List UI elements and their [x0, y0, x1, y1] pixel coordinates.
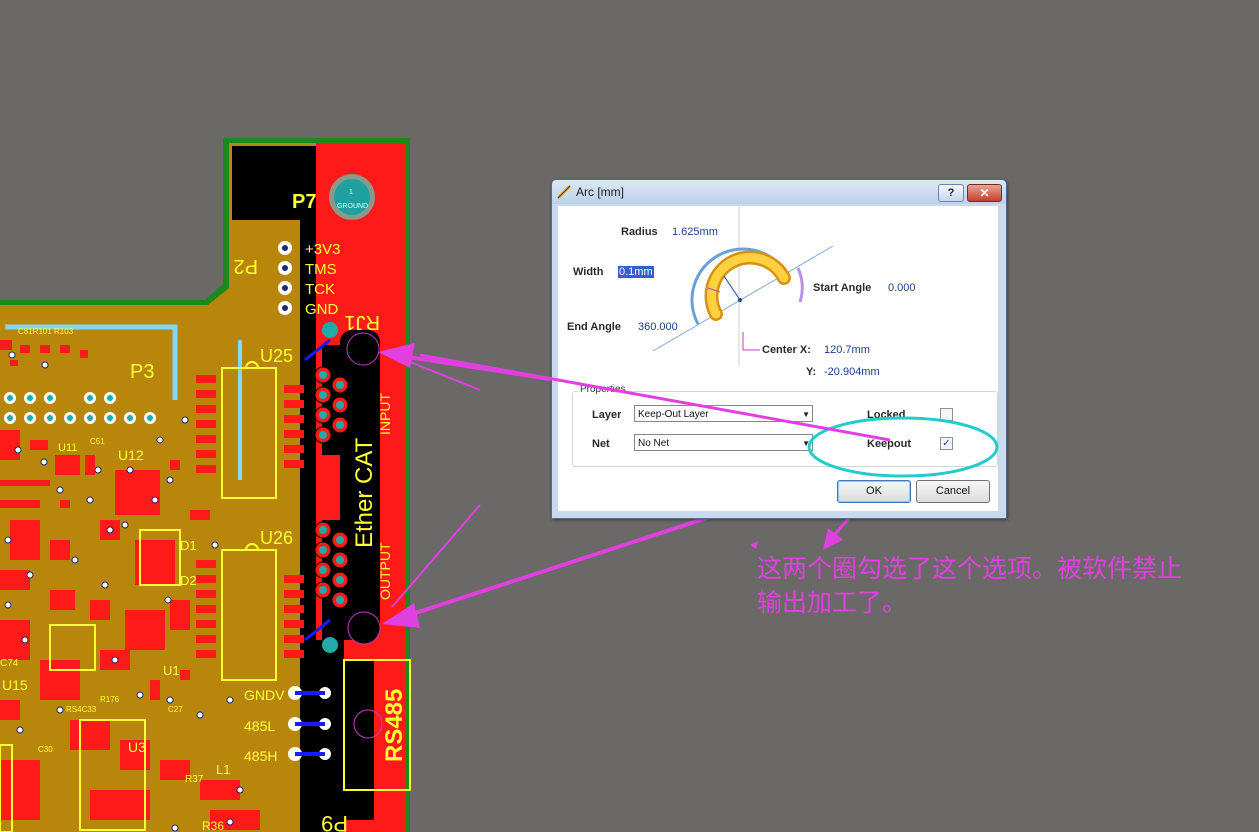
start-angle-label: Start Angle	[813, 282, 872, 294]
label-p7-pad-num: 1	[349, 189, 353, 196]
width-label: Width	[573, 266, 604, 278]
keepout-circle-input[interactable]	[346, 332, 380, 366]
start-angle-value[interactable]: 0.000	[888, 282, 916, 294]
label-d2: D2	[180, 573, 197, 588]
properties-title: Properties	[578, 384, 628, 395]
locked-checkbox[interactable]	[940, 408, 953, 421]
arc-dialog[interactable]: Arc [mm] ? ✕ Radius 1.625mm Width 0.1mm …	[551, 179, 1007, 519]
ok-button[interactable]: OK	[837, 480, 911, 503]
keepout-circle-output[interactable]	[347, 611, 381, 645]
label-r37: R37	[185, 774, 204, 785]
arc-icon	[557, 185, 571, 199]
label-p2: P2	[234, 255, 258, 277]
layer-label: Layer	[592, 409, 622, 421]
label-u26: U26	[260, 528, 293, 548]
label-d1: D1	[180, 538, 197, 553]
label-pin-tms: TMS	[305, 261, 337, 278]
label-u11: U11	[58, 442, 77, 454]
arc-diagram	[652, 206, 834, 366]
label-485h: 485H	[244, 748, 277, 764]
label-u1: U1	[163, 663, 180, 678]
width-value[interactable]: 0.1mm	[618, 266, 654, 278]
label-rs485: RS485	[381, 689, 408, 762]
label-pin-gnd: GND	[305, 301, 339, 318]
label-input: INPUT	[377, 393, 393, 435]
locked-label: Locked	[867, 409, 906, 421]
label-ethercat: Ether CAT	[351, 437, 378, 548]
radius-label: Radius	[621, 226, 658, 238]
close-button[interactable]: ✕	[967, 184, 1002, 202]
net-label: Net	[592, 438, 610, 450]
label-u15: U15	[2, 677, 28, 693]
keepout-label: Keepout	[867, 438, 911, 450]
label-p3: P3	[130, 361, 154, 383]
end-angle-label: End Angle	[567, 321, 621, 333]
label-rj1: RJ1	[344, 311, 380, 333]
keepout-checkbox[interactable]: ✓	[940, 437, 953, 450]
label-c30: C30	[38, 745, 53, 754]
label-c81r101r103: C81R101 R103	[18, 327, 74, 336]
label-c27: C27	[168, 705, 183, 714]
properties-group	[572, 391, 998, 467]
label-pin-3v3: +3V3	[305, 241, 340, 258]
label-u12: U12	[118, 447, 144, 463]
label-gndv: GNDV	[244, 687, 285, 703]
net-select-value: No Net	[638, 438, 670, 449]
chevron-down-icon: ▼	[802, 439, 810, 448]
label-u25: U25	[260, 346, 293, 366]
center-y-value[interactable]: -20.904mm	[824, 366, 880, 378]
pcb-board	[0, 138, 411, 832]
label-c74: C74	[0, 658, 19, 669]
label-u3: U3	[128, 739, 146, 755]
label-rs4c33: RS4C33	[66, 705, 97, 714]
annotation-note: 这两个圈勾选了这个选项。被软件禁止 输出加工了。	[757, 552, 1257, 620]
dialog-title: Arc [mm]	[576, 185, 624, 199]
center-y-label: Y:	[806, 366, 817, 378]
cancel-button[interactable]: Cancel	[916, 480, 990, 503]
net-select[interactable]: No Net ▼	[634, 434, 813, 451]
annotation-line-1: 这两个圈勾选了这个选项。被软件禁止	[757, 554, 1183, 583]
label-pin-tck: TCK	[305, 281, 335, 298]
label-c51: C51	[90, 437, 105, 446]
label-output: OUTPUT	[377, 542, 393, 600]
dialog-body: Radius 1.625mm Width 0.1mm Start Angle 0…	[558, 206, 998, 511]
label-p7-pad-name: GROUND	[337, 203, 368, 210]
label-l1: L1	[216, 762, 230, 777]
radius-value[interactable]: 1.625mm	[672, 226, 718, 238]
layer-select[interactable]: Keep-Out Layer ▼	[634, 405, 813, 422]
chevron-down-icon: ▼	[802, 410, 810, 419]
dialog-titlebar[interactable]: Arc [mm] ? ✕	[552, 180, 1006, 204]
label-p7: P7	[292, 191, 316, 213]
center-x-value[interactable]: 120.7mm	[824, 344, 870, 356]
end-angle-value[interactable]: 360.000	[638, 321, 678, 333]
annotation-line-2: 输出加工了。	[757, 588, 908, 617]
label-r36: R36	[202, 819, 224, 832]
center-x-label: Center X:	[762, 344, 811, 356]
layer-select-value: Keep-Out Layer	[638, 409, 709, 420]
help-button[interactable]: ?	[938, 184, 964, 202]
label-p9: P9	[321, 811, 348, 832]
label-485l: 485L	[244, 718, 275, 734]
label-r176: R176	[100, 695, 120, 704]
